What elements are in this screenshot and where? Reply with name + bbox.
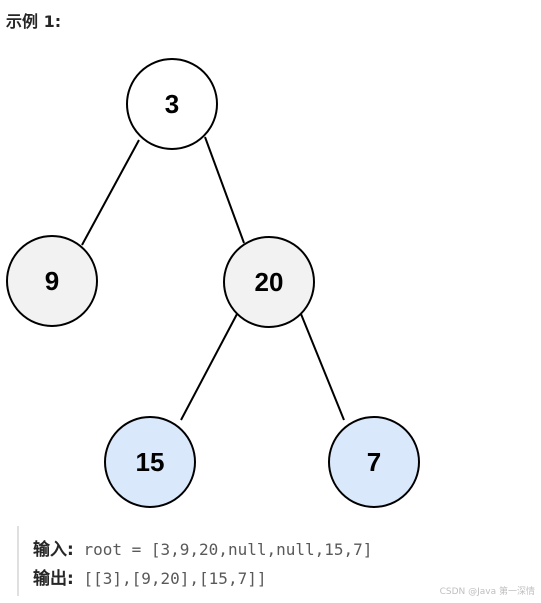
input-label: 输入:	[33, 540, 74, 560]
node-circle-20	[223, 236, 315, 328]
node-circle-7	[328, 416, 420, 508]
edge-3-20	[204, 136, 245, 244]
input-line: 输入: root = [3,9,20,null,null,15,7]	[33, 539, 372, 561]
node-label-9: 9	[45, 266, 59, 296]
output-line: 输出: [[3],[9,20],[15,7]]	[33, 568, 266, 590]
node-label-7: 7	[367, 447, 381, 477]
example-heading: 示例 1:	[6, 12, 62, 31]
node-circle-9	[6, 235, 98, 327]
watermark: CSDN @Java 第一深情	[439, 587, 535, 597]
output-value: [[3],[9,20],[15,7]]	[73, 569, 267, 588]
tree-node-20: 20	[223, 236, 315, 328]
tree-node-7: 7	[328, 416, 420, 508]
input-value: root = [3,9,20,null,null,15,7]	[73, 540, 373, 559]
example-io-block: 输入: root = [3,9,20,null,null,15,7] 输出: […	[17, 526, 539, 596]
node-circle-15	[104, 416, 196, 508]
edge-20-7	[300, 313, 345, 421]
node-label-3: 3	[165, 89, 179, 119]
edge-3-9	[81, 139, 140, 246]
node-label-15: 15	[136, 447, 165, 477]
tree-node-9: 9	[6, 235, 98, 327]
tree-node-15: 15	[104, 416, 196, 508]
tree-node-3: 3	[126, 58, 218, 150]
node-label-20: 20	[255, 267, 284, 297]
node-circle-3	[126, 58, 218, 150]
output-label: 输出:	[33, 569, 74, 589]
binary-tree-diagram: 3 9 20 15 7	[6, 58, 420, 508]
edge-20-15	[180, 313, 238, 421]
